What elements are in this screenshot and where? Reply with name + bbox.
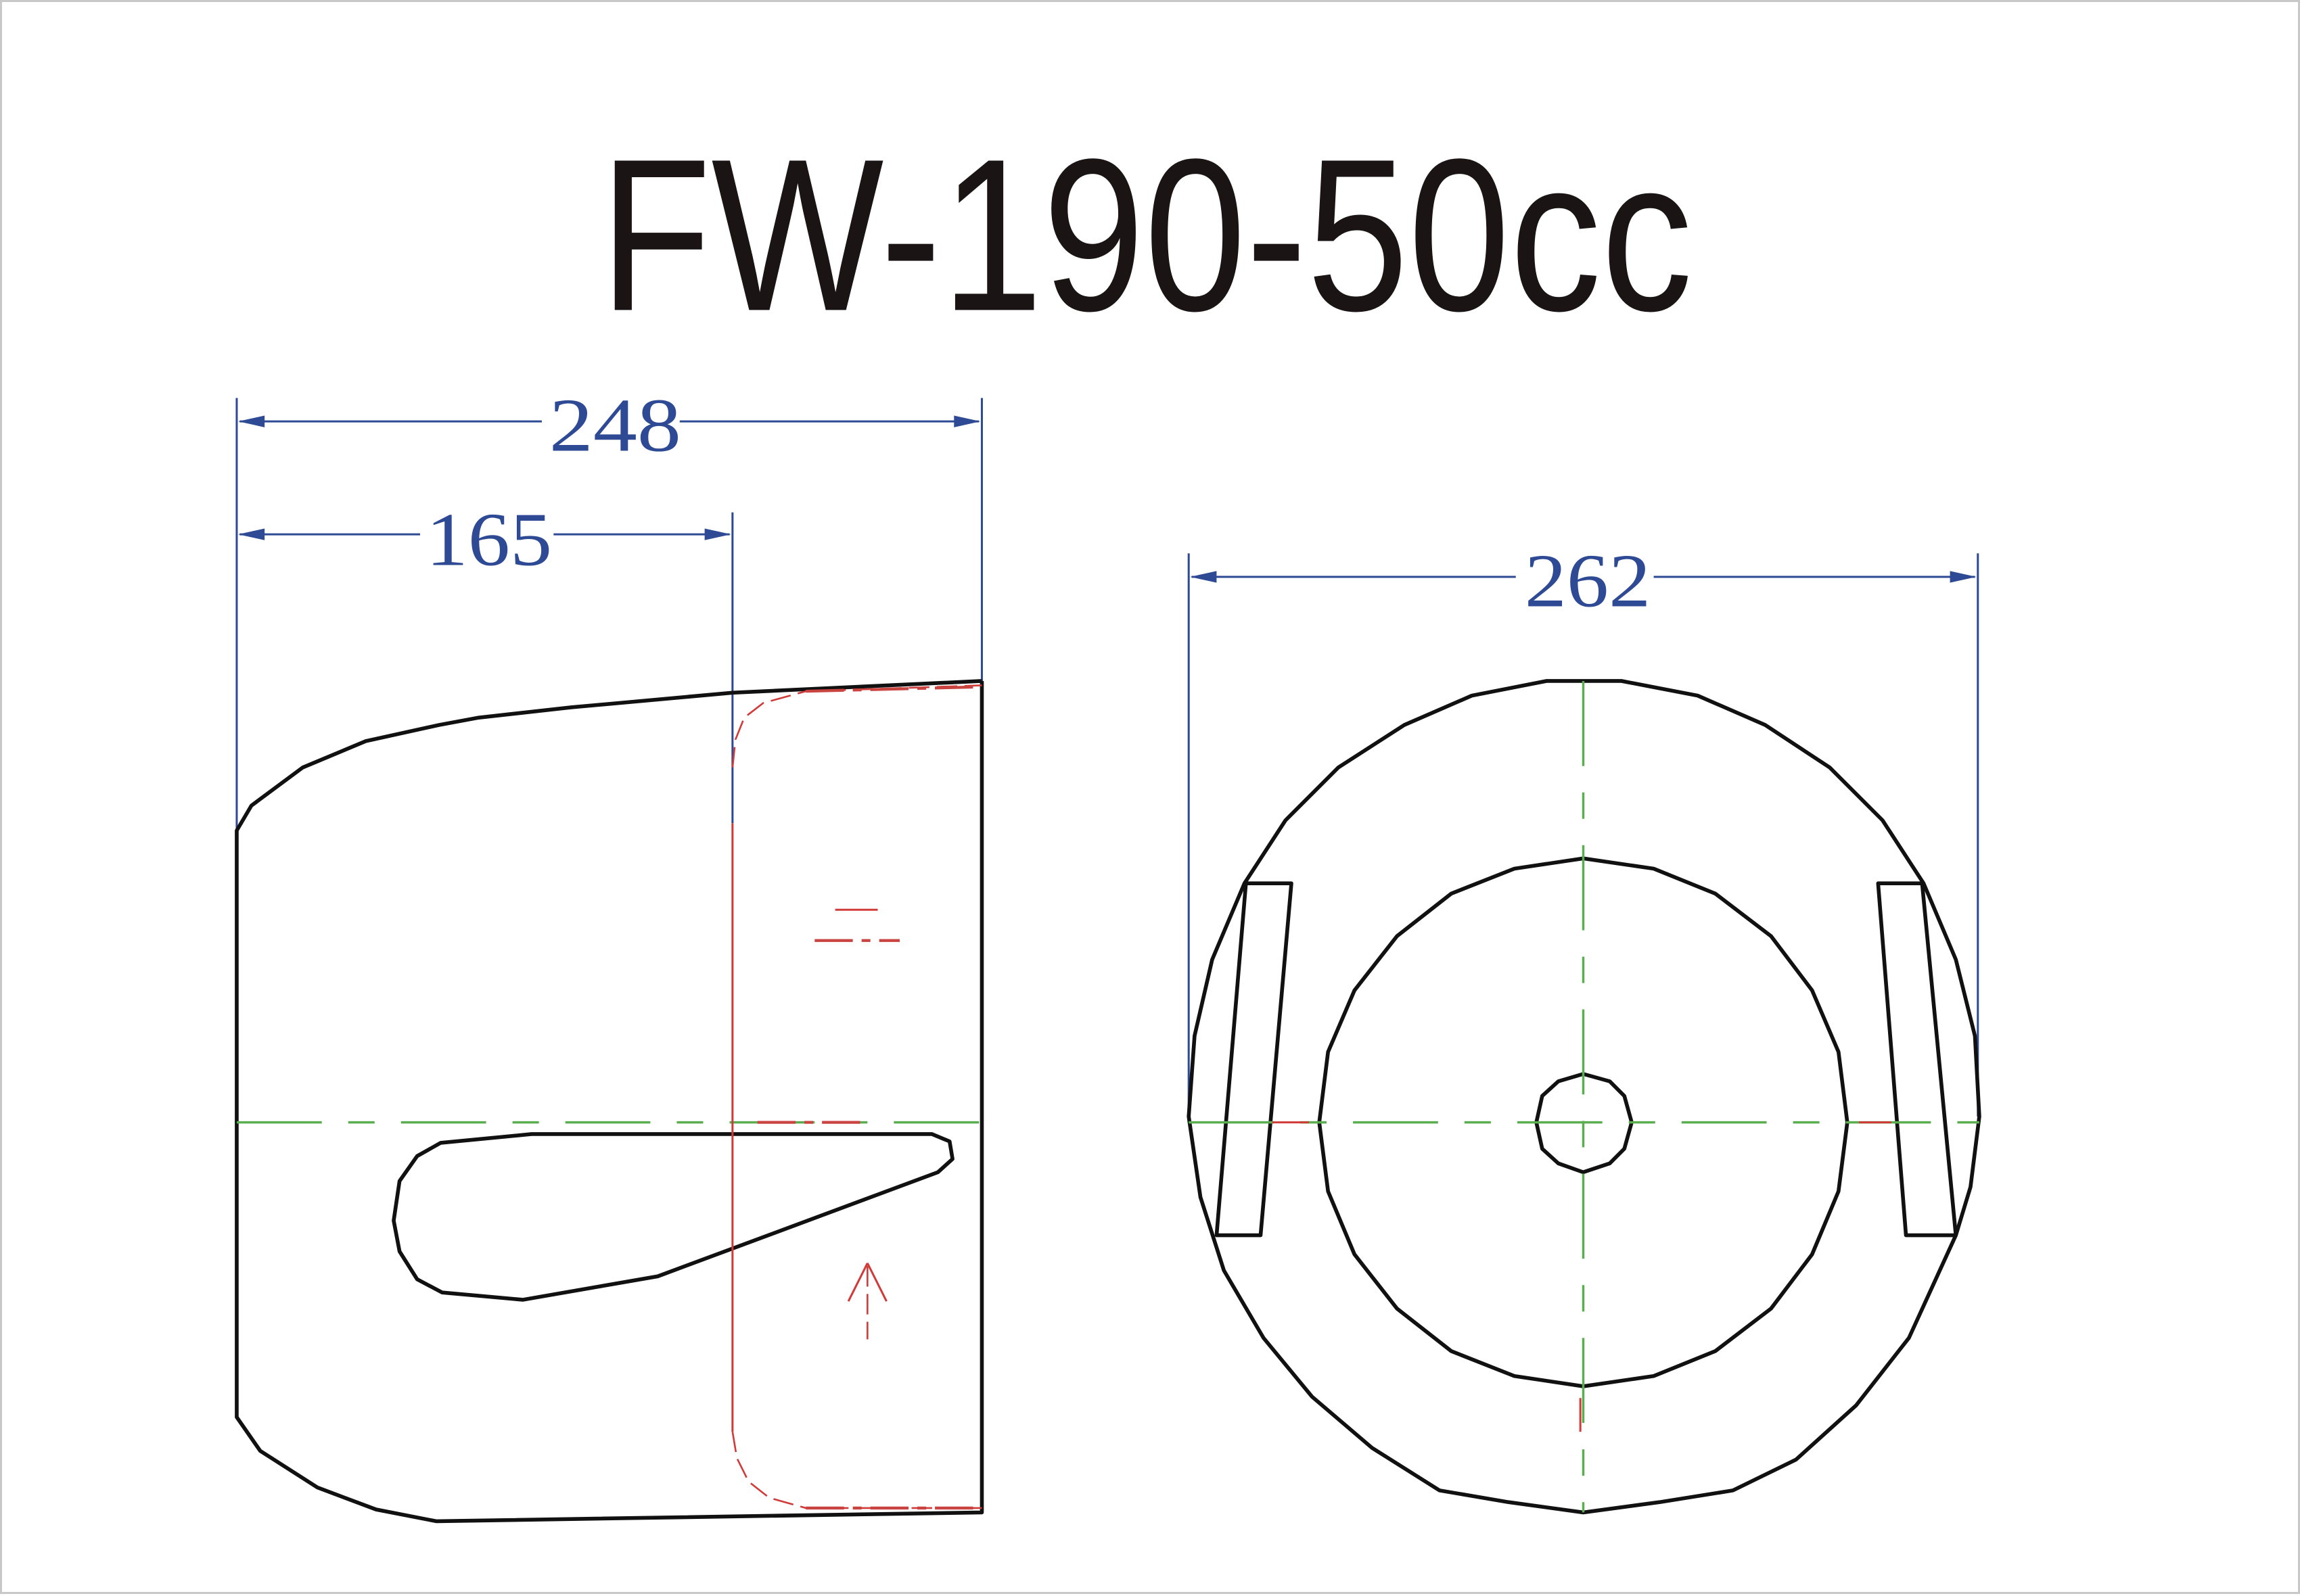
hidden-firewall-line [731, 684, 982, 1510]
dimension-165: 165 [238, 498, 731, 582]
front-view: 262 [1187, 539, 1981, 1515]
arrow-left-icon [1190, 571, 1217, 583]
drawing-title: FW-190-50cc [600, 114, 1693, 356]
hub-outline [1534, 1072, 1634, 1175]
arrow-right-icon [1950, 571, 1977, 583]
dimension-248: 248 [238, 384, 981, 468]
dimension-label-248: 248 [549, 384, 681, 468]
thrust-arrow-icon [847, 1263, 888, 1340]
arrow-left-icon [238, 528, 265, 540]
arrow-right-icon [954, 415, 981, 427]
right-cheek-opening [1876, 881, 1958, 1238]
cheek-cutout [392, 1132, 954, 1302]
dimension-262: 262 [1190, 539, 1977, 623]
side-view: 248 165 [235, 384, 984, 1524]
dimension-label-165: 165 [426, 498, 552, 582]
cowl-front-outer-outline [1187, 679, 1981, 1515]
left-cheek-opening [1214, 881, 1293, 1238]
arrow-left-icon [238, 415, 265, 427]
arrow-right-icon [704, 528, 731, 540]
cowl-side-outline [235, 679, 984, 1524]
dimension-label-262: 262 [1525, 539, 1651, 623]
